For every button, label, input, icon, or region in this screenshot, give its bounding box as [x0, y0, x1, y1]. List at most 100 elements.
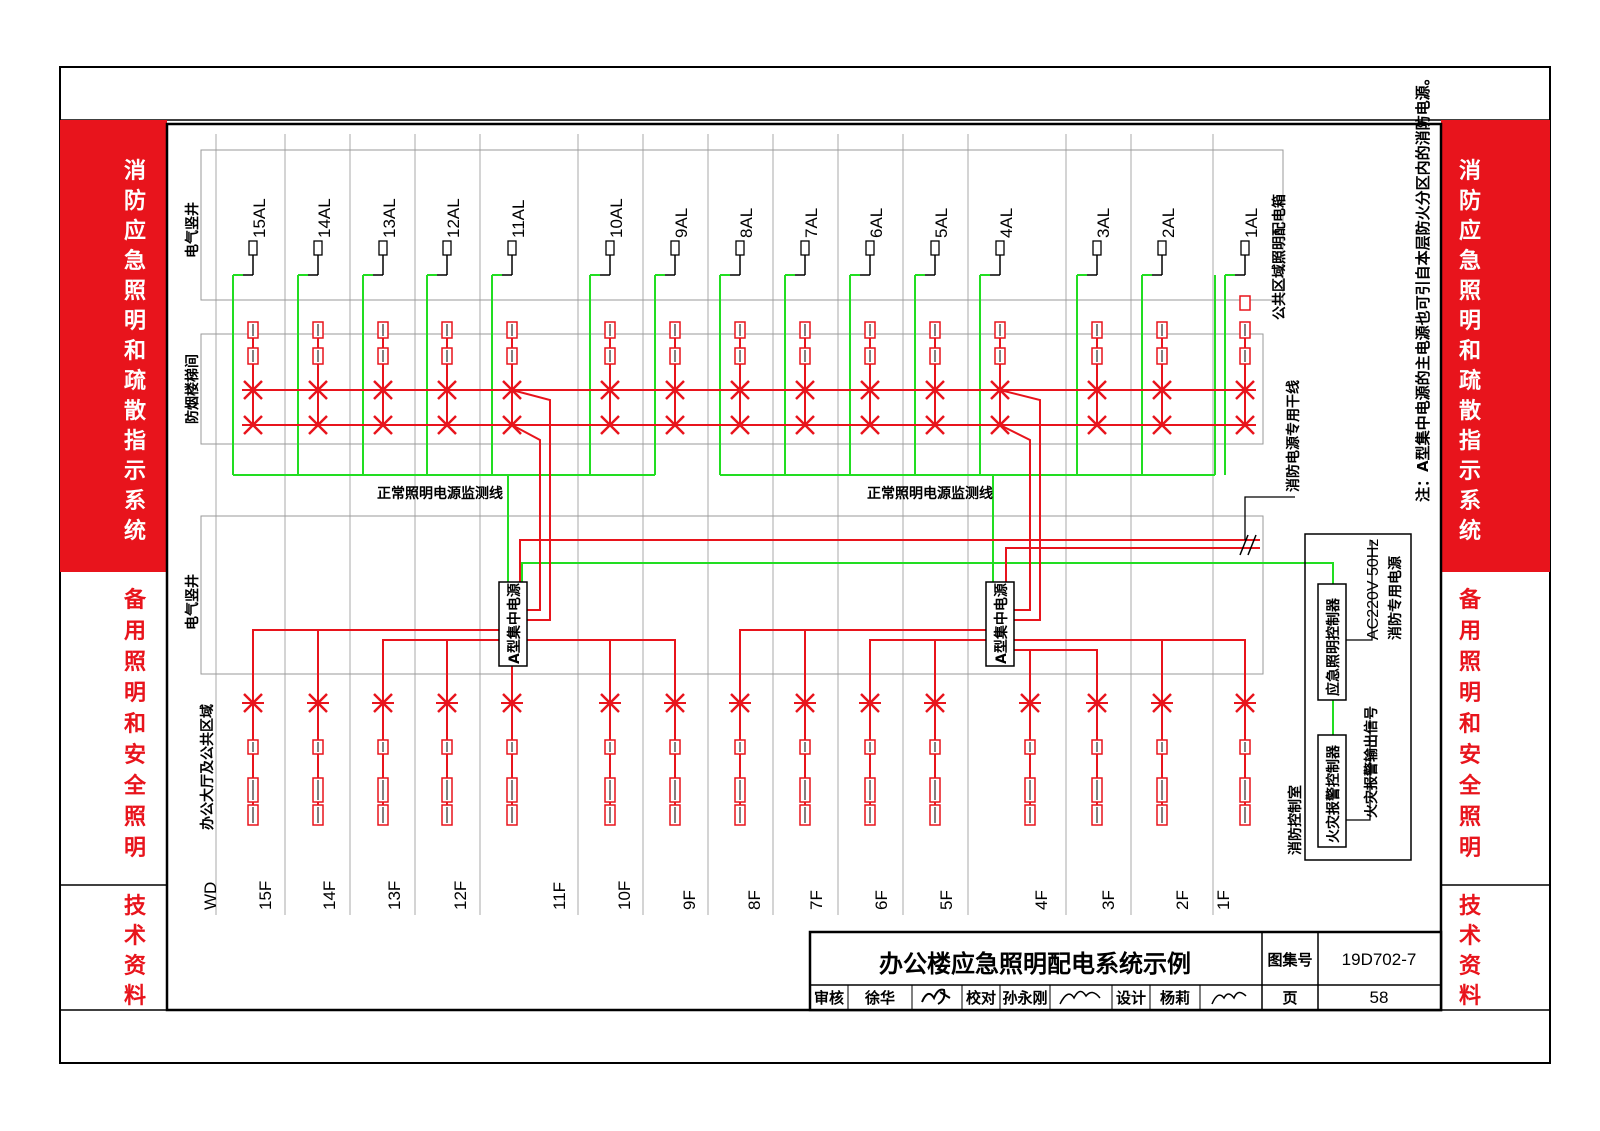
panel-label: 6AL	[867, 208, 886, 238]
luminaires	[242, 295, 1373, 826]
panel-label: 10AL	[607, 198, 626, 238]
floor-label: 10F	[615, 881, 634, 910]
emergency-controller-box	[1317, 583, 1347, 701]
row-label-hall: 办公大厅及公共区域	[199, 704, 216, 830]
drawing-title: 办公楼应急照明配电系统示例	[879, 950, 1191, 978]
floor-label: 11F	[550, 882, 569, 910]
panel-box	[442, 240, 452, 256]
cps-right-label: A型集中电源	[993, 583, 1010, 664]
panel-box	[670, 240, 680, 256]
review-name: 徐华	[864, 989, 895, 1007]
right-red-title: 消防应急照明和疏散指示系统	[1459, 159, 1482, 544]
trunk-break-2	[1247, 534, 1257, 556]
control-room-label: 消防控制室	[1287, 785, 1304, 855]
panel-label: 11AL	[509, 200, 528, 238]
fire-alarm-controller-label: 火灾报警控制器	[1325, 744, 1342, 843]
row-box-shaft-mid	[200, 515, 1264, 675]
row-label-stair: 防烟楼梯间	[184, 354, 201, 424]
panel-box	[378, 240, 388, 256]
panel-label: 14AL	[315, 198, 334, 238]
panel-label: 4AL	[997, 208, 1016, 238]
panel-label: 3AL	[1094, 208, 1113, 238]
hall-feed-1	[1014, 639, 1246, 815]
trunk-break-1	[1239, 534, 1249, 556]
panel-label: 15AL	[250, 198, 269, 238]
design-name: 杨莉	[1160, 989, 1190, 1007]
floor-label: 14F	[320, 881, 339, 910]
review-label: 审核	[814, 989, 844, 1007]
row-box-stair	[200, 333, 1264, 445]
cps-left-feed-2	[511, 424, 541, 611]
right-bottom-title: 技术资料	[1459, 894, 1482, 1009]
hall-feed-8	[739, 629, 986, 815]
row-label-shaft-mid: 电气竖井	[184, 574, 201, 630]
design-label: 设计	[1116, 989, 1146, 1007]
floor-label: 6F	[872, 890, 891, 910]
floor-label-wd: WD	[201, 882, 220, 910]
right-red-band	[1441, 120, 1550, 572]
hall-feed-3	[1014, 649, 1098, 815]
ac-power-label: AC220V 50Hz	[1365, 539, 1382, 640]
monitor-label-left: 正常照明电源监测线	[377, 485, 503, 502]
panel-box	[735, 240, 745, 256]
hall-feed-13	[382, 639, 499, 815]
normal-power-monitor-lines	[232, 274, 1334, 735]
fire-trunk-leader	[1244, 496, 1295, 540]
design-signature	[1211, 991, 1247, 1005]
floor-label: 9F	[680, 890, 699, 910]
hall-feed-6	[869, 639, 986, 815]
floor-label: 1F	[1214, 890, 1233, 910]
panel-box	[995, 240, 1005, 256]
left-red-title: 消防应急照明和疏散指示系统	[124, 159, 147, 544]
fire-trunk-2	[1005, 547, 1260, 582]
panel-label: 1AL	[1242, 208, 1261, 238]
atlas-no-label: 图集号	[1267, 951, 1312, 969]
hall-feed-15	[252, 629, 499, 815]
left-red-band	[60, 120, 167, 572]
floor-label: 2F	[1173, 890, 1192, 910]
floor-label: 12F	[451, 881, 470, 910]
hall-feed-9	[527, 639, 676, 815]
cps-left-feed-1	[511, 389, 551, 621]
panel-label: 12AL	[444, 198, 463, 238]
floor-label: 13F	[385, 881, 404, 910]
panel-box	[800, 240, 810, 256]
row-box-shaft-top	[200, 149, 1284, 301]
cps-right-feed-1	[999, 389, 1041, 621]
right-mid-title: 备用照明和安全照明	[1458, 587, 1482, 861]
controller-bus	[521, 562, 1334, 584]
panel-box	[930, 240, 940, 256]
alarm-signal-label: 火灾报警输出信号	[1363, 706, 1380, 818]
signal-leader	[1346, 720, 1371, 821]
panel-label: 5AL	[932, 208, 951, 238]
panel-box	[1157, 240, 1167, 256]
public-sign-box	[1239, 295, 1251, 311]
floor-label: 3F	[1099, 890, 1118, 910]
fire-trunk-1	[519, 539, 1260, 582]
panel-label: 7AL	[802, 208, 821, 238]
cps-right-feed-2	[999, 424, 1031, 611]
ac-leader	[1346, 540, 1373, 641]
fire-power-label: 消防专用电源	[1387, 556, 1404, 640]
panel-label: 9AL	[672, 208, 691, 238]
fire-trunk-label: 消防电源专用干线	[1285, 380, 1302, 492]
floor-label: 5F	[937, 890, 956, 910]
control-room-box	[1304, 533, 1412, 861]
cps-left-label: A型集中电源	[506, 583, 523, 664]
note: 注：A型集中电源的主电源也可引自本层防火分区内的消防电源。	[1414, 70, 1432, 502]
drawing-frame	[165, 122, 1443, 1012]
panel-box	[605, 240, 615, 256]
monitor-label-right: 正常照明电源监测线	[867, 485, 993, 502]
check-signature	[1059, 990, 1101, 1005]
page-no: 58	[1370, 988, 1389, 1007]
panel-box	[507, 240, 517, 256]
cps-left-box	[498, 581, 528, 667]
panel-box	[865, 240, 875, 256]
panel-box	[313, 240, 323, 256]
panel-label: 13AL	[380, 198, 399, 238]
emergency-circuits	[247, 322, 1295, 815]
panel-box	[1092, 240, 1102, 256]
check-label: 校对	[966, 989, 996, 1007]
